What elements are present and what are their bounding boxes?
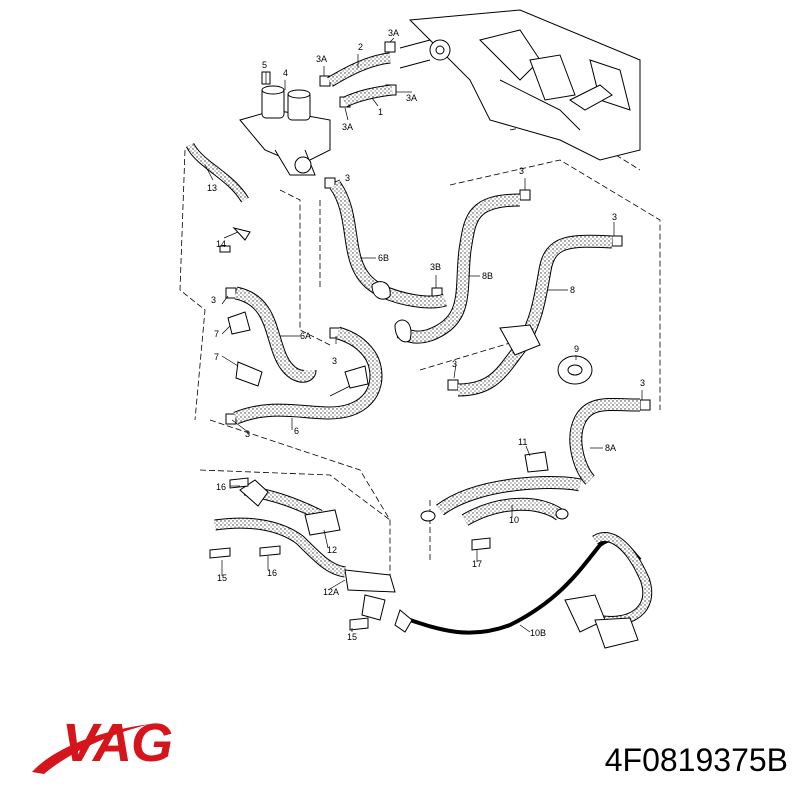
callout-6b: 6B: [378, 253, 389, 263]
components: [209, 227, 639, 649]
logo-text: VAG: [62, 713, 173, 773]
callout-11: 11: [518, 437, 527, 447]
callout-3-3: 3: [612, 212, 617, 222]
callout-17: 17: [472, 559, 482, 569]
callout-8b: 8B: [482, 271, 493, 281]
callout-3-5: 3: [332, 356, 337, 366]
callout-3a-3: 3A: [406, 93, 417, 103]
callout-7-1: 7: [214, 329, 219, 339]
callout-3-1: 3: [345, 173, 350, 183]
callout-3-6: 3: [452, 359, 457, 369]
callout-12a: 12A: [323, 587, 339, 597]
callout-16-2: 16: [267, 568, 277, 578]
callout-3-7: 3: [640, 378, 645, 388]
callout-9: 9: [574, 344, 579, 354]
callout-6: 6: [294, 426, 299, 436]
callout-3b: 3B: [430, 262, 441, 272]
callout-3a-4: 3A: [342, 122, 353, 132]
callout-16-1: 16: [216, 482, 226, 492]
callout-6a: 6A: [300, 331, 311, 341]
callout-4: 4: [283, 68, 288, 78]
callout-3-4: 3: [211, 295, 216, 305]
callout-13: 13: [207, 183, 217, 193]
callout-14: 14: [216, 239, 226, 249]
callout-15-2: 15: [347, 632, 357, 642]
callout-10: 10: [509, 515, 519, 525]
engine-block: [399, 9, 641, 161]
vag-logo: [30, 712, 230, 782]
callout-7-2: 7: [214, 352, 219, 362]
callout-3-8: 3: [245, 429, 250, 439]
logo-swoosh-icon: [32, 724, 150, 774]
callout-2: 2: [358, 42, 363, 52]
callout-5: 5: [262, 60, 267, 70]
leader-lines: [204, 37, 643, 633]
callout-8: 8: [570, 285, 575, 295]
callout-15-1: 15: [217, 573, 227, 583]
callout-12: 12: [327, 545, 337, 555]
part-number: 4F0819375B: [604, 742, 788, 778]
callout-8a: 8A: [605, 443, 616, 453]
callout-3-2: 3: [519, 166, 524, 176]
dashed-frames: [179, 119, 661, 580]
callout-3a-2: 3A: [388, 28, 399, 38]
callout-1: 1: [378, 107, 383, 117]
callout-10b: 10B: [530, 628, 546, 638]
callout-3a-1: 3A: [316, 54, 327, 64]
